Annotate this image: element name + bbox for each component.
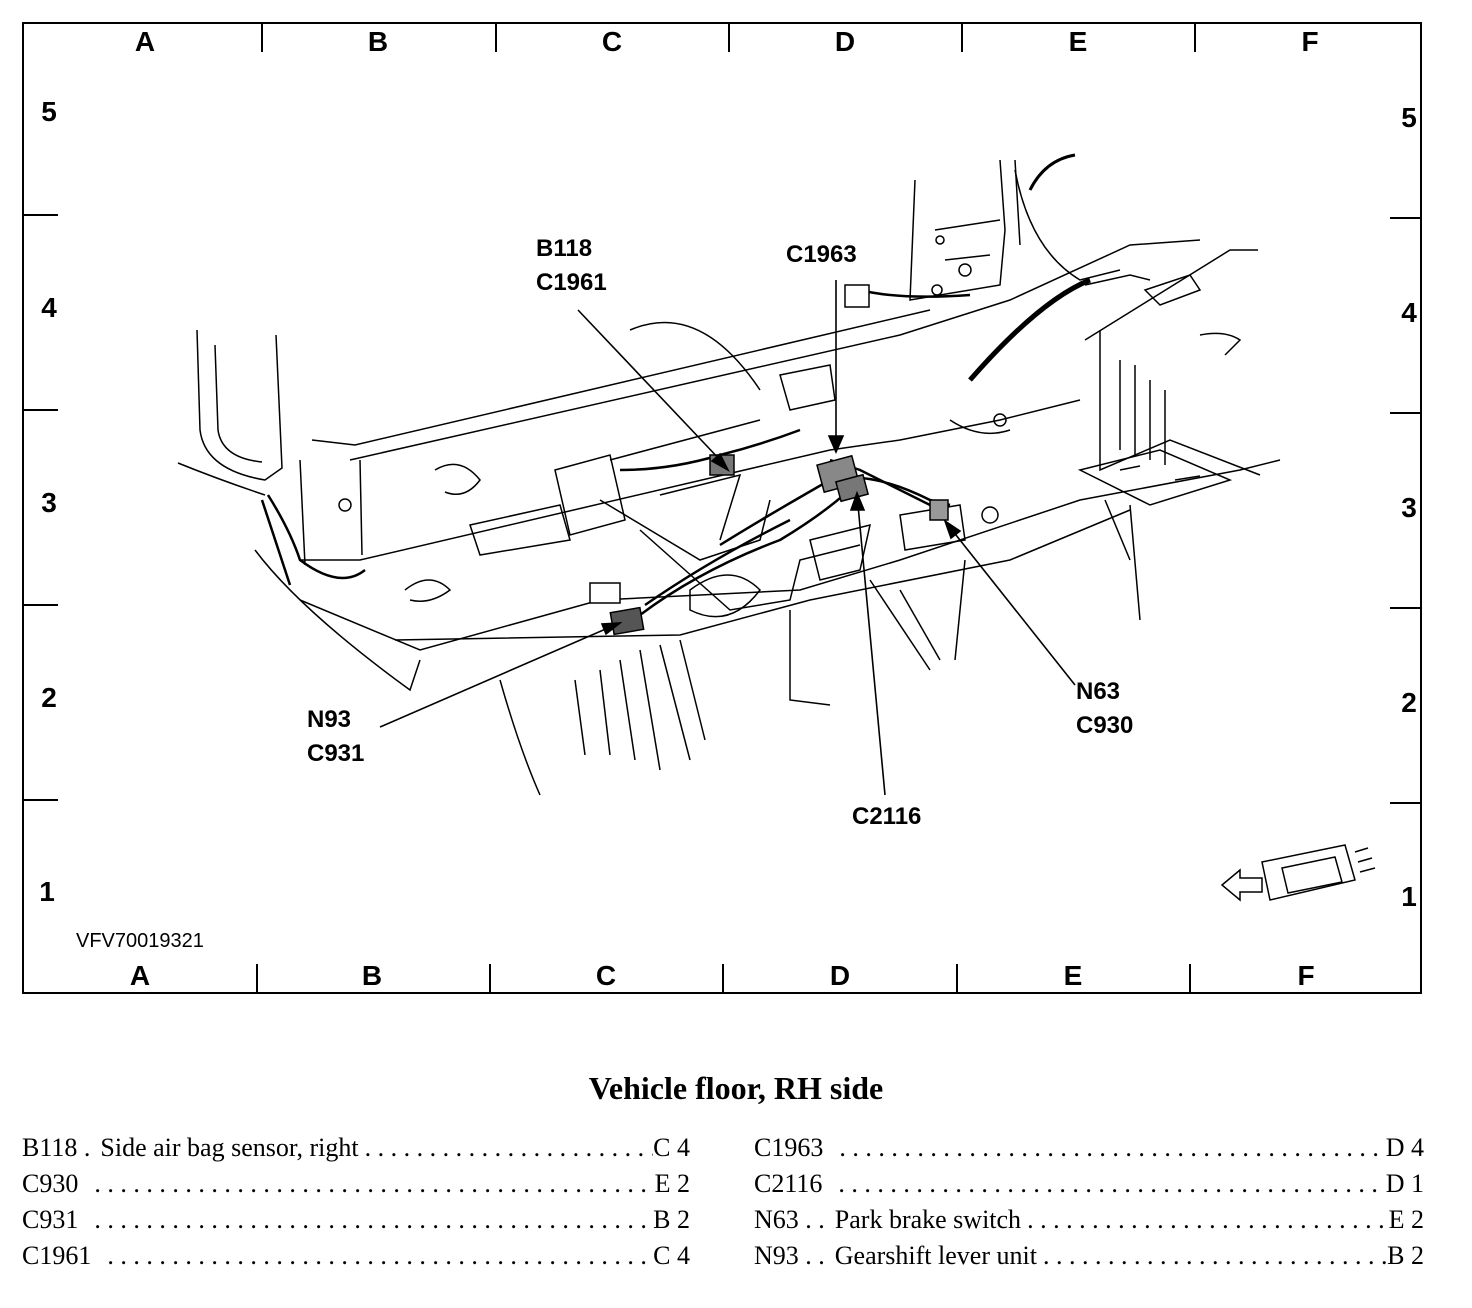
grid-row-right-4: 4: [1401, 297, 1417, 328]
vehicle-floor-illustration: [24, 24, 1420, 994]
legend-row: C1961 C 4: [22, 1241, 690, 1275]
legend-row: B118 . Side air bag sensor, right C 4: [22, 1133, 690, 1167]
legend-row: C2116 D 1: [754, 1169, 1424, 1203]
legend-leader-dots: [832, 1169, 1385, 1199]
legend-desc: Side air bag sensor, right: [100, 1133, 359, 1162]
callout-c1963: C1963: [786, 241, 857, 268]
legend-code: B118 .: [22, 1133, 91, 1162]
legend-leader-dots: [88, 1205, 653, 1235]
legend-row: N93 . . Gearshift lever unit B 2: [754, 1241, 1424, 1275]
callout-n63-c930: N63 C930: [1076, 678, 1134, 739]
callout-n93-c931: N93 C931: [307, 706, 365, 767]
grid-col-top-c: C: [601, 26, 623, 57]
legend-row: C931 B 2: [22, 1205, 690, 1239]
grid-col-top-f: F: [1301, 26, 1319, 57]
forward-direction-icon: [1220, 844, 1376, 902]
grid-col-bottom-d: D: [829, 960, 851, 991]
grid-row-left-1: 1: [39, 876, 55, 907]
legend-leader-dots: [88, 1169, 654, 1199]
grid-col-bottom-a: A: [129, 960, 151, 991]
floor-pan-lines: [177, 153, 1281, 796]
grid-col-bottom-b: B: [361, 960, 383, 991]
grid-row-right-1: 1: [1401, 881, 1417, 912]
legend-location: B 2: [653, 1205, 690, 1234]
legend-code: N63 . .: [754, 1205, 825, 1234]
grid-row-left-2: 2: [41, 682, 57, 713]
legend-leader-dots: [833, 1133, 1385, 1163]
legend-code: C1961: [22, 1241, 92, 1270]
callout-c2116: C2116: [852, 803, 922, 830]
legend-code: N93 . .: [754, 1241, 825, 1270]
grid-col-bottom-e: E: [1063, 960, 1083, 991]
legend-code: C2116: [754, 1169, 823, 1198]
grid-col-bottom-f: F: [1297, 960, 1315, 991]
legend-leader-dots: [1037, 1241, 1387, 1271]
legend-leader-dots: [359, 1133, 654, 1163]
legend-location: B 2: [1387, 1241, 1424, 1270]
legend-location: E 2: [1388, 1205, 1424, 1234]
grid-row-right-2: 2: [1401, 687, 1417, 718]
legend-location: C 4: [653, 1241, 690, 1270]
callout-b118-c1961: B118 C1961: [536, 235, 607, 296]
legend-row: C930 E 2: [22, 1169, 690, 1203]
legend-leader-dots: [1021, 1205, 1389, 1235]
grid-row-left-5: 5: [41, 96, 57, 127]
grid-col-top-b: B: [367, 26, 389, 57]
legend-code: C930: [22, 1169, 79, 1198]
legend-desc: Park brake switch: [834, 1205, 1022, 1234]
grid-col-top-e: E: [1068, 26, 1088, 57]
connectors: [589, 284, 949, 636]
legend-row: N63 . . Park brake switch E 2: [754, 1205, 1424, 1239]
legend-location: E 2: [654, 1169, 690, 1198]
grid-row-left-4: 4: [41, 292, 57, 323]
grid-col-bottom-c: C: [595, 960, 617, 991]
leader-lines: [379, 280, 1076, 796]
grid-ticks: [24, 24, 1420, 994]
legend-location: D 1: [1385, 1169, 1424, 1198]
legend-code: C931: [22, 1205, 79, 1234]
legend-leader-dots: [101, 1241, 653, 1271]
legend-row: C1963 D 4: [754, 1133, 1424, 1167]
grid-row-left-3: 3: [41, 487, 57, 518]
legend-desc: Gearshift lever unit: [834, 1241, 1037, 1270]
grid-row-right-3: 3: [1401, 492, 1417, 523]
legend-location: C 4: [653, 1133, 690, 1162]
legend-location: D 4: [1385, 1133, 1424, 1162]
grid-col-top-d: D: [834, 26, 856, 57]
figure-id: VFV70019321: [76, 930, 204, 952]
grid-row-right-5: 5: [1401, 102, 1417, 133]
legend-title: Vehicle floor, RH side: [588, 1070, 884, 1106]
grid-col-top-a: A: [134, 26, 156, 57]
legend-code: C1963: [754, 1133, 824, 1162]
